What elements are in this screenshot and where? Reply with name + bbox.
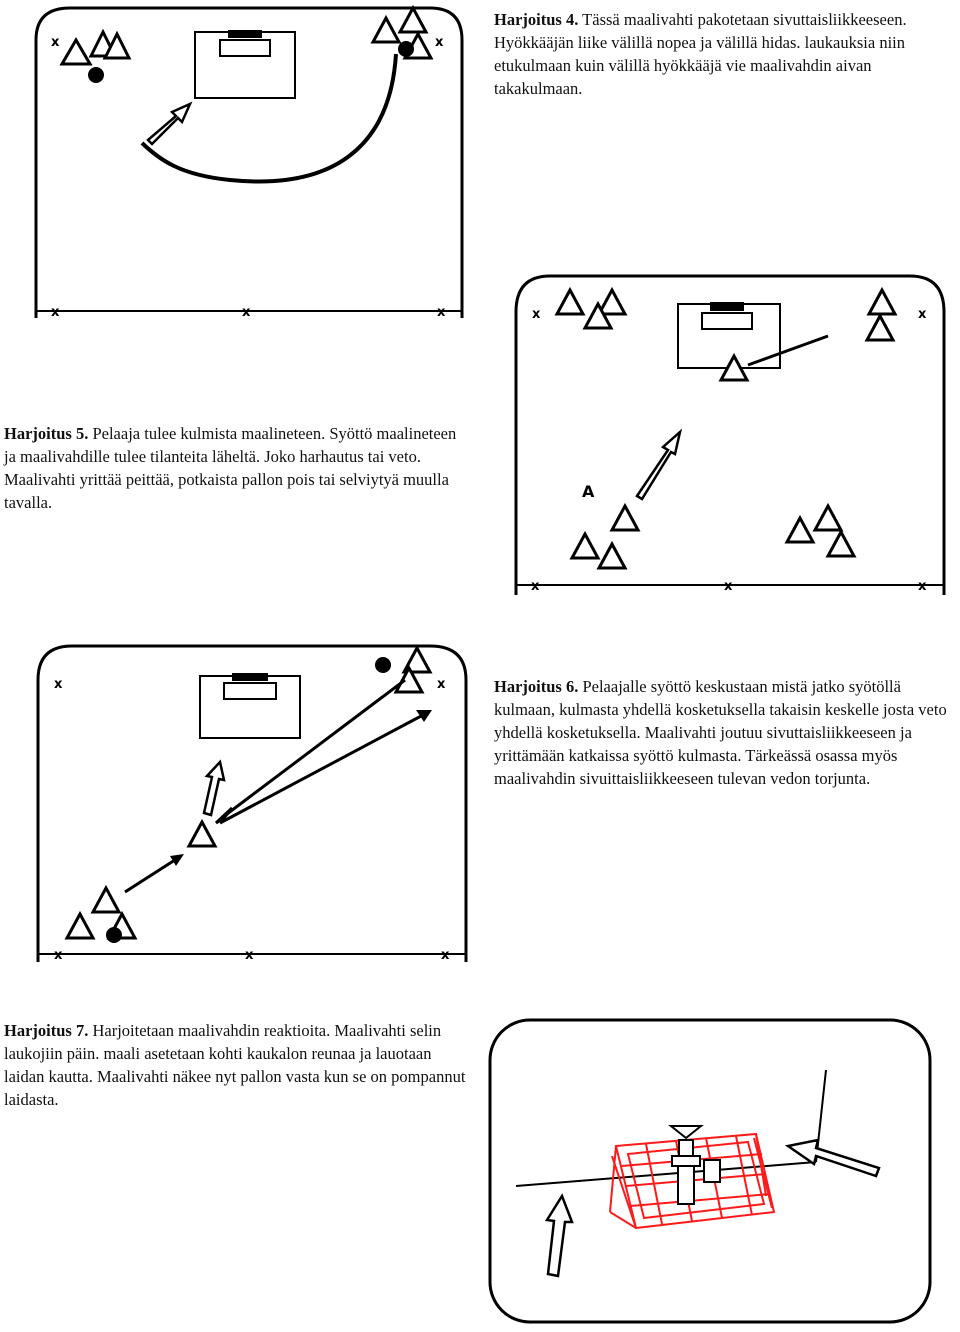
marker-x: x bbox=[532, 307, 541, 322]
pass-line bbox=[124, 856, 179, 894]
cone-icon bbox=[609, 502, 641, 532]
marker-x: x bbox=[54, 948, 63, 963]
cone-icon bbox=[90, 884, 122, 914]
cone-icon bbox=[718, 352, 750, 382]
cone-icon bbox=[397, 4, 429, 34]
arrow-icon bbox=[784, 1138, 881, 1178]
goal-net-icon bbox=[194, 30, 296, 99]
cone-icon bbox=[596, 540, 628, 570]
diagram-exercise-4: x x x x x bbox=[34, 4, 464, 320]
cone-icon bbox=[401, 644, 433, 674]
marker-x: x bbox=[245, 948, 254, 963]
rink-board-line bbox=[515, 1161, 817, 1187]
marker-x: x bbox=[531, 579, 540, 594]
marker-x: x bbox=[918, 307, 927, 322]
arrow-icon bbox=[635, 428, 683, 501]
arrow-head bbox=[214, 806, 234, 825]
exercise-6-text: Harjoitus 6. Pelaajalle syöttö keskustaa… bbox=[494, 675, 956, 790]
arrow-icon bbox=[544, 1193, 574, 1278]
exercise-description: Pelaaja tulee kulmista maalineteen. Syöt… bbox=[4, 424, 457, 512]
return-line bbox=[219, 713, 424, 825]
pass-path bbox=[140, 53, 398, 184]
cone-icon bbox=[864, 312, 896, 342]
ball-icon bbox=[398, 41, 414, 57]
arrow-icon bbox=[146, 101, 193, 146]
exercise-description: Tässä maalivahti pakotetaan sivuttaislii… bbox=[494, 10, 907, 98]
cone-icon bbox=[825, 528, 857, 558]
cone-icon bbox=[102, 30, 132, 60]
cone-icon bbox=[370, 14, 402, 44]
marker-x: x bbox=[54, 677, 63, 692]
cone-icon bbox=[569, 530, 601, 560]
diagram-exercise-7 bbox=[488, 1018, 932, 1324]
ball-icon bbox=[106, 927, 122, 943]
player-a-label: A bbox=[582, 482, 595, 501]
exercise-5-text: Harjoitus 5. Pelaaja tulee kulmista maal… bbox=[4, 422, 466, 514]
marker-x: x bbox=[441, 948, 450, 963]
ball-icon bbox=[88, 67, 104, 83]
cone-icon bbox=[812, 502, 844, 532]
diagram-exercise-6: x x x x x bbox=[36, 644, 468, 963]
cone-icon bbox=[186, 818, 218, 848]
diagram-exercise-5: x x x x x A bbox=[514, 274, 946, 595]
cone-icon bbox=[554, 286, 586, 316]
marker-x: x bbox=[918, 579, 927, 594]
cone-icon bbox=[582, 300, 614, 330]
pass-line bbox=[222, 678, 406, 819]
marker-x: x bbox=[242, 305, 251, 320]
marker-x: x bbox=[51, 305, 60, 320]
exercise-title: Harjoitus 6. bbox=[494, 677, 579, 696]
arrow-head bbox=[170, 854, 184, 866]
exercise-description: Pelaajalle syöttö keskustaan mistä jatko… bbox=[494, 677, 947, 788]
exercise-description: Harjoitetaan maalivahdin reaktioita. Maa… bbox=[4, 1021, 466, 1109]
cone-icon bbox=[596, 286, 628, 316]
cone-icon bbox=[59, 37, 93, 66]
cone-icon bbox=[784, 514, 816, 544]
marker-x: x bbox=[51, 35, 60, 50]
exercise-title: Harjoitus 5. bbox=[4, 424, 89, 443]
shot-line bbox=[747, 334, 829, 367]
exercise-title: Harjoitus 7. bbox=[4, 1021, 89, 1040]
cone-icon bbox=[416, 710, 432, 722]
cone-icon bbox=[393, 664, 425, 694]
rink-board-line bbox=[815, 1069, 827, 1163]
marker-x: x bbox=[724, 579, 733, 594]
goal-net-icon bbox=[199, 673, 301, 739]
marker-x: x bbox=[437, 305, 446, 320]
goalie-icon bbox=[668, 1125, 721, 1205]
marker-x: x bbox=[435, 35, 444, 50]
arrow-icon bbox=[202, 759, 226, 817]
exercise-title: Harjoitus 4. bbox=[494, 10, 579, 29]
cone-icon bbox=[866, 286, 898, 316]
marker-x: x bbox=[437, 677, 446, 692]
cone-icon bbox=[64, 910, 96, 940]
exercise-7-text: Harjoitus 7. Harjoitetaan maalivahdin re… bbox=[4, 1019, 474, 1111]
exercise-4-text: Harjoitus 4. Tässä maalivahti pakotetaan… bbox=[494, 8, 954, 100]
ball-icon bbox=[375, 657, 391, 673]
